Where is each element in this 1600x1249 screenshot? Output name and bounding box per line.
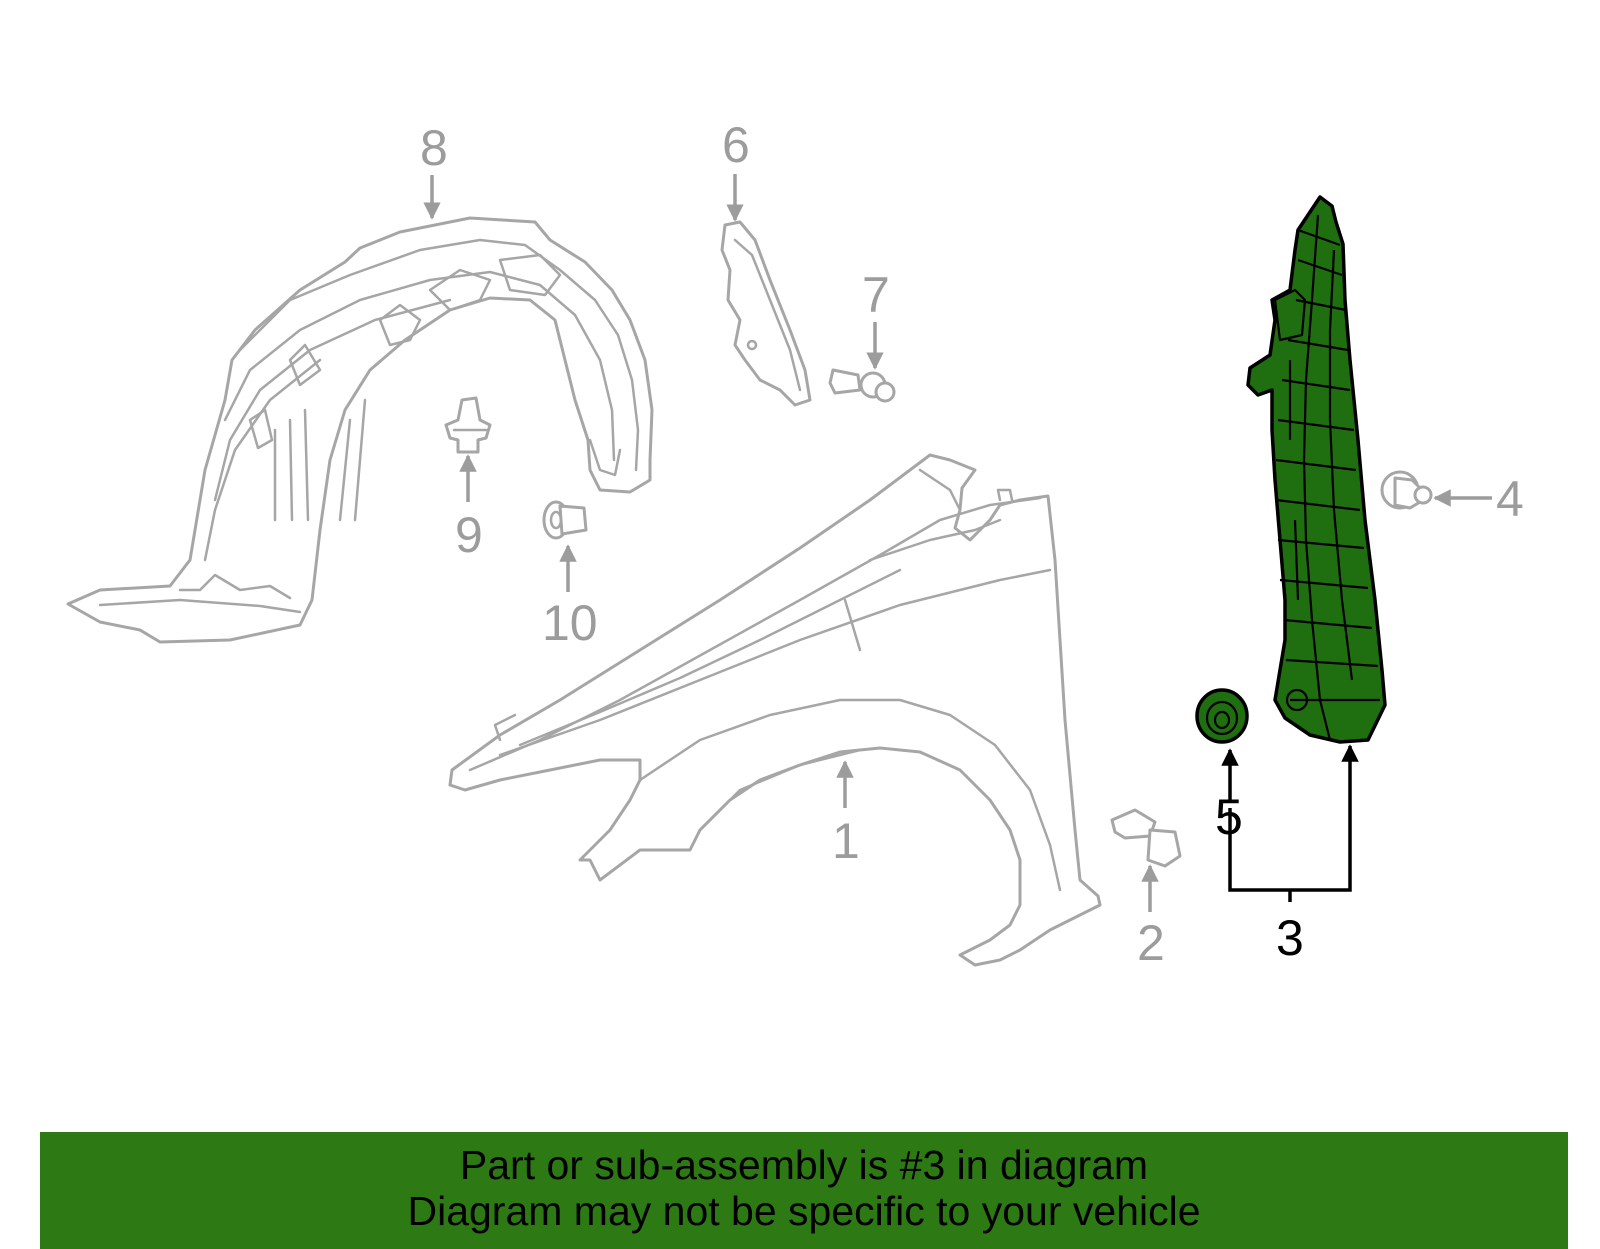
part-3-subassembly: [1246, 195, 1387, 744]
callout-7: 7: [862, 267, 890, 323]
part-8-fender-liner: [66, 216, 654, 644]
part-7-bolt: [828, 368, 896, 403]
callout-2: 2: [1137, 915, 1165, 971]
part-2-bolt: [1110, 808, 1182, 868]
part-9-clip: [444, 396, 492, 454]
callout-5: 5: [1215, 789, 1243, 845]
callout-10: 10: [542, 595, 598, 651]
callout-4: 4: [1496, 471, 1524, 527]
part-6-bracket: [720, 220, 812, 407]
callout-3: 3: [1276, 910, 1304, 966]
leader-3-bracket: [1228, 750, 1352, 892]
callout-6: 6: [722, 117, 750, 173]
callout-1: 1: [832, 813, 860, 869]
part-1-fender: [448, 453, 1102, 967]
callout-labels: 8 6 7 9 10 1 2 4 5 3: [420, 117, 1524, 971]
banner-line-2: Diagram may not be specific to your vehi…: [407, 1188, 1201, 1234]
part-5-grommet: [1195, 688, 1249, 744]
callout-8: 8: [420, 120, 448, 176]
leader-lines: [423, 174, 1492, 912]
callout-9: 9: [455, 507, 483, 563]
banner-line-1: Part or sub-assembly is #3 in diagram: [459, 1142, 1149, 1188]
part-4-clip: [1380, 470, 1433, 510]
info-banner: Part or sub-assembly is #3 in diagram Di…: [40, 1132, 1568, 1249]
part-10-clip: [542, 500, 588, 540]
